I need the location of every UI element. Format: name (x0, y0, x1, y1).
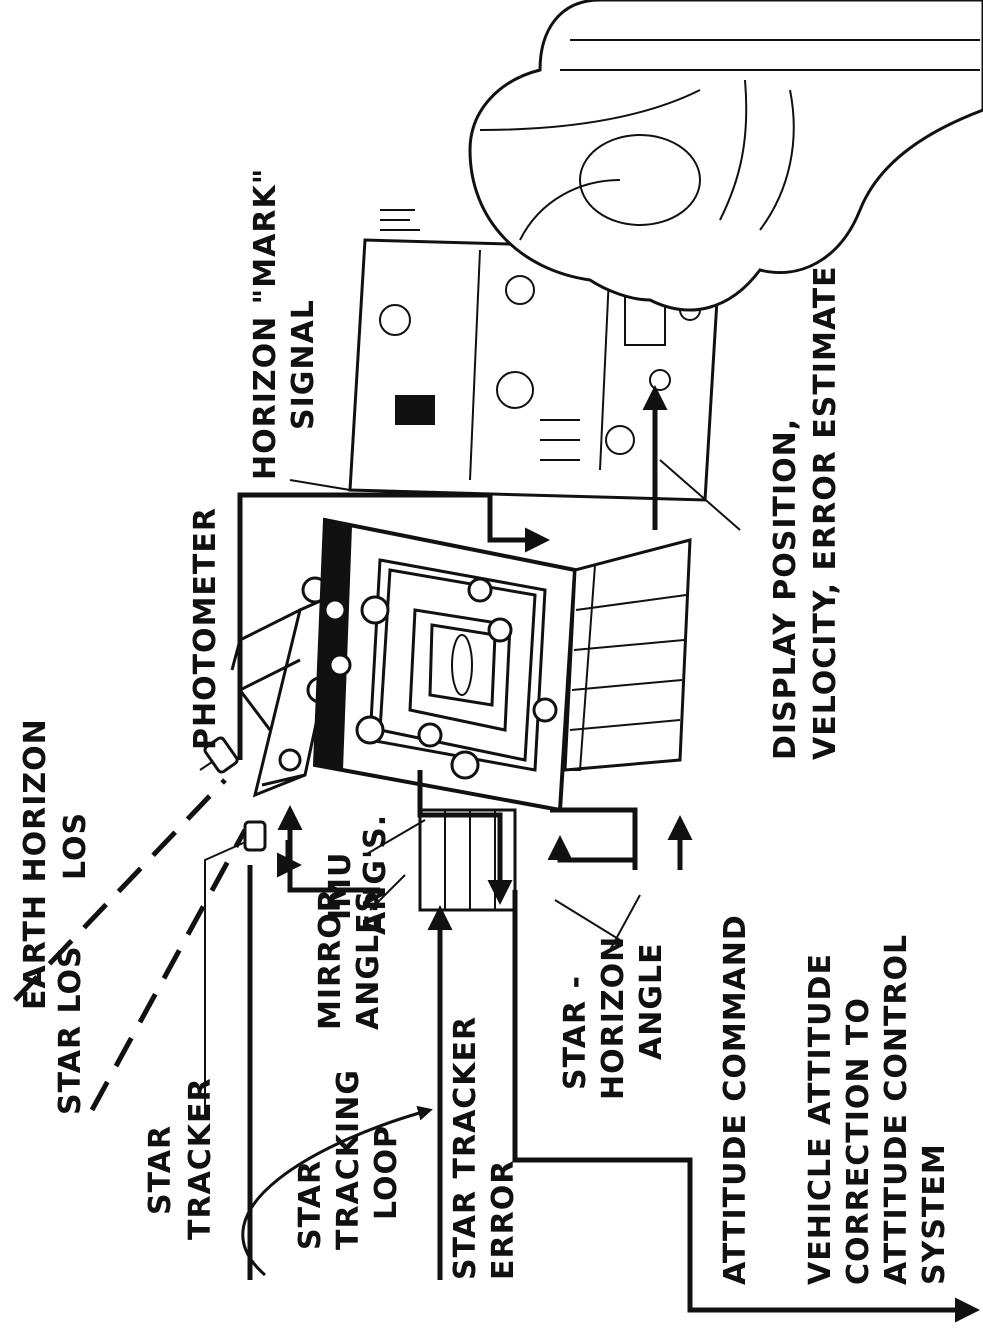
star-horizon-leader (555, 900, 620, 940)
label-horizon-mark-2: SIGNAL (286, 299, 321, 430)
label-star-horizon-angle-2: HORIZON (596, 936, 631, 1100)
star-los-line (92, 830, 245, 1110)
label-earth-horizon-los-2: LOS (58, 812, 93, 880)
label-vehicle-attitude-4: SYSTEM (917, 1143, 952, 1285)
label-star-los: STAR LOS (53, 945, 88, 1115)
label-display-2: VELOCITY, ERROR ESTIMATE (808, 265, 843, 760)
label-star-tracker-2: TRACKER (183, 1077, 218, 1240)
label-star-tracking-loop-1: STAR (293, 1160, 328, 1250)
star-tracker-sensor (245, 822, 265, 850)
label-photometer: PHOTOMETER (188, 507, 223, 750)
astronaut-figure (470, 0, 983, 310)
label-imu-angs-2: ANG'S. (358, 814, 393, 935)
star-tracker-leader (205, 840, 250, 1115)
label-imu-angs-1: IMU (323, 852, 358, 920)
label-attitude-command: ATTITUDE COMMAND (718, 914, 753, 1285)
label-vehicle-attitude-2: CORRECTION TO (841, 997, 876, 1285)
label-earth-horizon-los-1: EARTH HORIZON (18, 718, 53, 1010)
horizon-mark-leader (290, 480, 350, 490)
label-star-horizon-angle-3: ANGLE (634, 942, 669, 1060)
label-star-horizon-angle-1: STAR - (558, 975, 593, 1090)
imu-platform (315, 520, 575, 810)
label-display-1: DISPLAY POSITION, (768, 418, 803, 760)
label-star-tracking-loop-3: LOOP (369, 1125, 404, 1220)
label-horizon-mark-1: HORIZON "MARK" (248, 168, 283, 480)
label-star-tracker-1: STAR (143, 1125, 178, 1215)
star-horizon-angle-line (560, 840, 635, 860)
label-vehicle-attitude-3: ATTITUDE CONTROL (879, 934, 914, 1285)
label-star-tracker-error-1: STAR TRACKER (448, 1016, 483, 1280)
label-star-tracker-error-2: ERROR (486, 1160, 521, 1280)
label-vehicle-attitude-1: VEHICLE ATTITUDE (803, 953, 838, 1285)
label-star-tracking-loop-2: TRACKING (331, 1069, 366, 1250)
